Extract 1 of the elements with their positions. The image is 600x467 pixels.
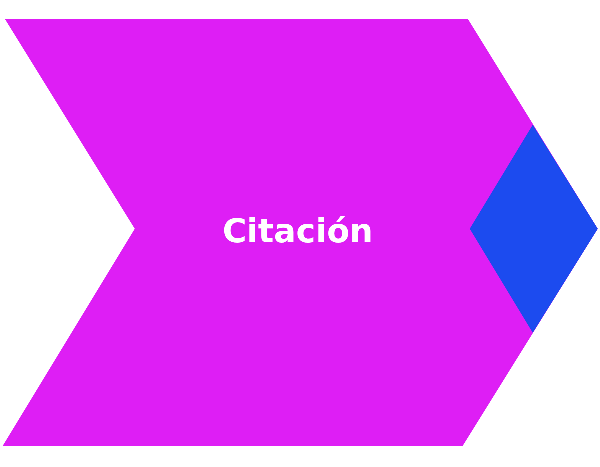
step-label: Citación [222, 212, 374, 250]
